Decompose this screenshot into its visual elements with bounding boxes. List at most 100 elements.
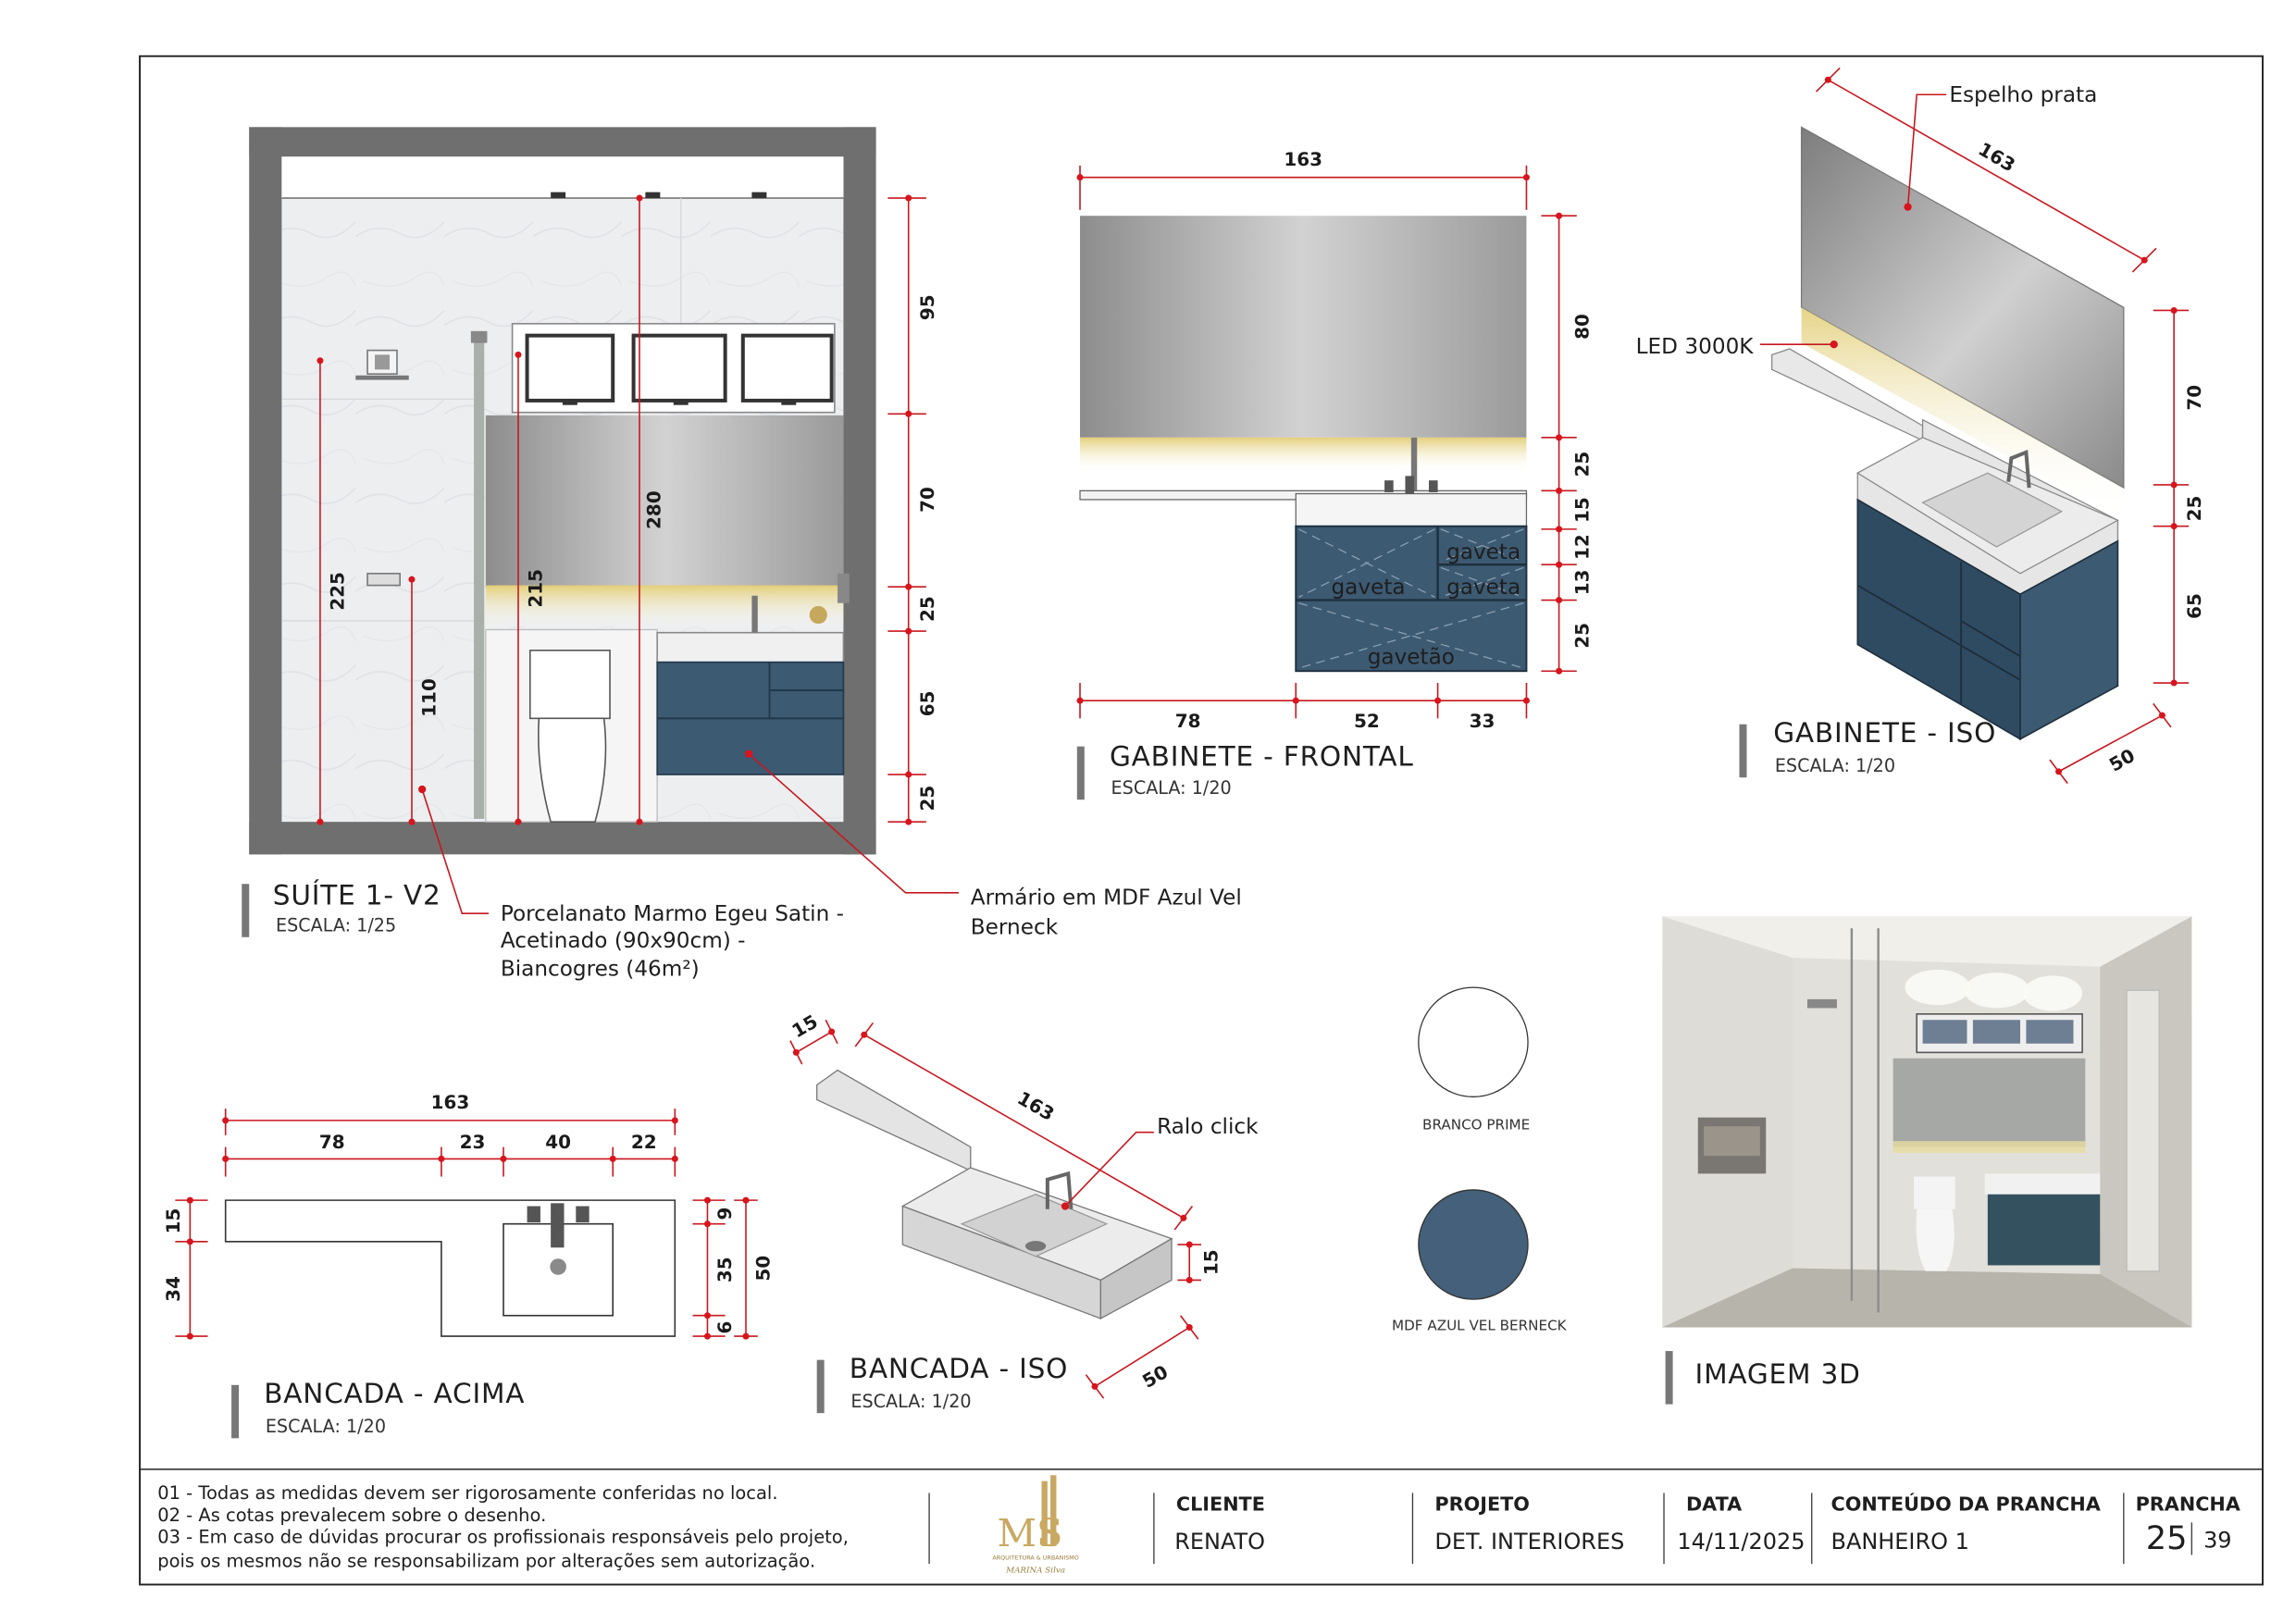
dim-suite-215: 215	[525, 569, 547, 608]
dim-frontal-163: 163	[1284, 148, 1322, 170]
label-prancha: PRANCHA	[2136, 1493, 2240, 1516]
title-bar-3d	[1665, 1351, 1673, 1405]
suite-elevation	[249, 127, 876, 855]
note-1: 01 - Todas as medidas devem ser rigorosa…	[157, 1482, 777, 1504]
scale-bancada-iso: ESCALA: 1/20	[850, 1391, 971, 1412]
dim-acima-9: 9	[714, 1208, 736, 1220]
annotation-led: LED 3000K	[1636, 335, 1755, 359]
dim-iso-65: 65	[2183, 593, 2205, 619]
dim-acima-15: 15	[162, 1208, 184, 1234]
gabinete-frontal: gaveta gaveta gaveta gavetão	[1079, 216, 1528, 673]
label-cliente: CLIENTE	[1176, 1493, 1265, 1516]
gabinete-iso	[1770, 126, 2125, 741]
dim-acima-35: 35	[714, 1257, 736, 1282]
dim-biso-50: 50	[1138, 1360, 1172, 1393]
logo: MS ARQUITETURA & URBANISMO MARINA Silva	[992, 1475, 1079, 1576]
swatch-mdf-azul	[1418, 1189, 1529, 1300]
title-bancada-iso: BANCADA - ISO	[850, 1353, 1068, 1384]
label-gaveta-2: gaveta	[1331, 576, 1405, 600]
dim-biso-15a: 15	[788, 1010, 822, 1043]
dim-iso-70: 70	[2183, 385, 2205, 411]
dim-iso-25: 25	[2183, 496, 2205, 522]
frontal-dimensions: 163 80 25 15 12 13 25 78 52 33	[1076, 148, 1594, 732]
dim-frontal-12: 12	[1571, 534, 1594, 560]
title-bar-iso	[1739, 724, 1747, 778]
dim-iso-163: 163	[1975, 138, 2019, 177]
bancada-iso	[816, 1069, 1173, 1319]
dim-acima-78: 78	[319, 1131, 345, 1153]
dim-frontal-15: 15	[1571, 497, 1594, 523]
dim-suite-25a: 25	[916, 596, 938, 622]
annotation-porcelanato-3: Biancogres (46m²)	[501, 957, 700, 981]
logo-initials: MS	[998, 1510, 1063, 1555]
scale-gabinete-frontal: ESCALA: 1/20	[1111, 777, 1232, 799]
dim-acima-22: 22	[631, 1131, 657, 1153]
dim-frontal-13: 13	[1571, 570, 1594, 596]
swatch-mdf-label: MDF AZUL VEL BERNECK	[1392, 1318, 1568, 1334]
value-data: 14/11/2025	[1677, 1529, 1805, 1555]
label-projeto: PROJETO	[1434, 1493, 1530, 1516]
value-projeto: DET. INTERIORES	[1434, 1529, 1624, 1555]
value-cliente: RENATO	[1174, 1529, 1265, 1555]
render-3d-image	[1662, 916, 2192, 1328]
dim-suite-25b: 25	[916, 786, 938, 812]
dim-acima-50: 50	[752, 1256, 775, 1282]
title-bancada-acima: BANCADA - ACIMA	[264, 1378, 525, 1409]
suite-leaders	[417, 750, 960, 915]
title-bar-acima	[231, 1384, 240, 1439]
logo-subtitle: ARQUITETURA & URBANISMO	[992, 1554, 1078, 1561]
label-conteudo: CONTEÚDO DA PRANCHA	[1831, 1493, 2101, 1516]
note-2: 02 - As cotas prevalecem sobre o desenho…	[157, 1505, 546, 1526]
label-gaveta-3: gaveta	[1446, 576, 1520, 600]
value-prancha: 25	[2146, 1519, 2188, 1557]
dim-acima-6: 6	[714, 1321, 736, 1334]
bancada-acima	[224, 1199, 676, 1337]
dim-suite-280: 280	[642, 490, 664, 529]
dim-iso-50: 50	[2105, 744, 2139, 776]
dim-frontal-78: 78	[1175, 710, 1201, 732]
sheet-border	[139, 55, 2264, 1586]
title-suite: SUÍTE 1- V2	[273, 879, 441, 911]
label-gaveta-1: gaveta	[1446, 540, 1520, 564]
dim-suite-95: 95	[916, 294, 938, 320]
suite-dimensions: 95 70 25 65 25 280 225 215 110	[316, 194, 938, 825]
scale-bancada-acima: ESCALA: 1/20	[266, 1416, 386, 1437]
title-bar-biso	[816, 1359, 825, 1414]
annotation-porcelanato-1: Porcelanato Marmo Egeu Satin -	[501, 902, 844, 926]
dim-acima-34: 34	[162, 1276, 184, 1302]
dim-frontal-33: 33	[1470, 710, 1496, 732]
logo-signature: MARINA Silva	[1005, 1567, 1065, 1576]
scale-suite: ESCALA: 1/25	[276, 914, 396, 935]
dim-suite-225: 225	[326, 572, 348, 611]
title-gabinete-iso: GABINETE - ISO	[1773, 717, 1996, 749]
title-imagem-3d: IMAGEM 3D	[1695, 1358, 1861, 1390]
value-prancha-total: 39	[2203, 1528, 2231, 1554]
dim-acima-23: 23	[460, 1131, 486, 1153]
annotation-armario-1: Armário em MDF Azul Vel	[971, 886, 1242, 911]
annotation-espelho: Espelho prata	[1949, 83, 2097, 107]
dim-suite-70: 70	[916, 487, 938, 513]
label-gavetao: gavetão	[1368, 645, 1455, 669]
dim-suite-65: 65	[916, 690, 938, 716]
bancada-acima-dimensions: 163 78 23 40 22 15 34 9 35 6 50	[162, 1091, 775, 1340]
titleblock: 01 - Todas as medidas devem ser rigorosa…	[157, 1475, 2240, 1576]
note-3: 03 - Em caso de dúvidas procurar os prof…	[157, 1527, 849, 1548]
title-bar-frontal	[1076, 746, 1085, 800]
dim-biso-163: 163	[1013, 1086, 1058, 1125]
dim-frontal-25b: 25	[1571, 623, 1594, 649]
note-4: pois os mesmos não se responsabilizam po…	[157, 1550, 815, 1571]
annotation-ralo: Ralo click	[1157, 1115, 1259, 1139]
dim-suite-110: 110	[418, 678, 441, 717]
scale-gabinete-iso: ESCALA: 1/20	[1775, 755, 1895, 776]
swatch-branco-prime	[1418, 986, 1529, 1097]
swatch-branco-label: BRANCO PRIME	[1422, 1116, 1530, 1133]
label-data: DATA	[1686, 1493, 1742, 1516]
dim-frontal-25: 25	[1571, 452, 1594, 477]
title-gabinete-frontal: GABINETE - FRONTAL	[1110, 740, 1414, 772]
value-conteudo: BANHEIRO 1	[1831, 1529, 1969, 1555]
dim-frontal-80: 80	[1571, 314, 1594, 340]
dim-acima-40: 40	[545, 1131, 571, 1153]
annotation-porcelanato-2: Acetinado (90x90cm) -	[501, 929, 746, 953]
title-bar-suite	[242, 884, 250, 937]
